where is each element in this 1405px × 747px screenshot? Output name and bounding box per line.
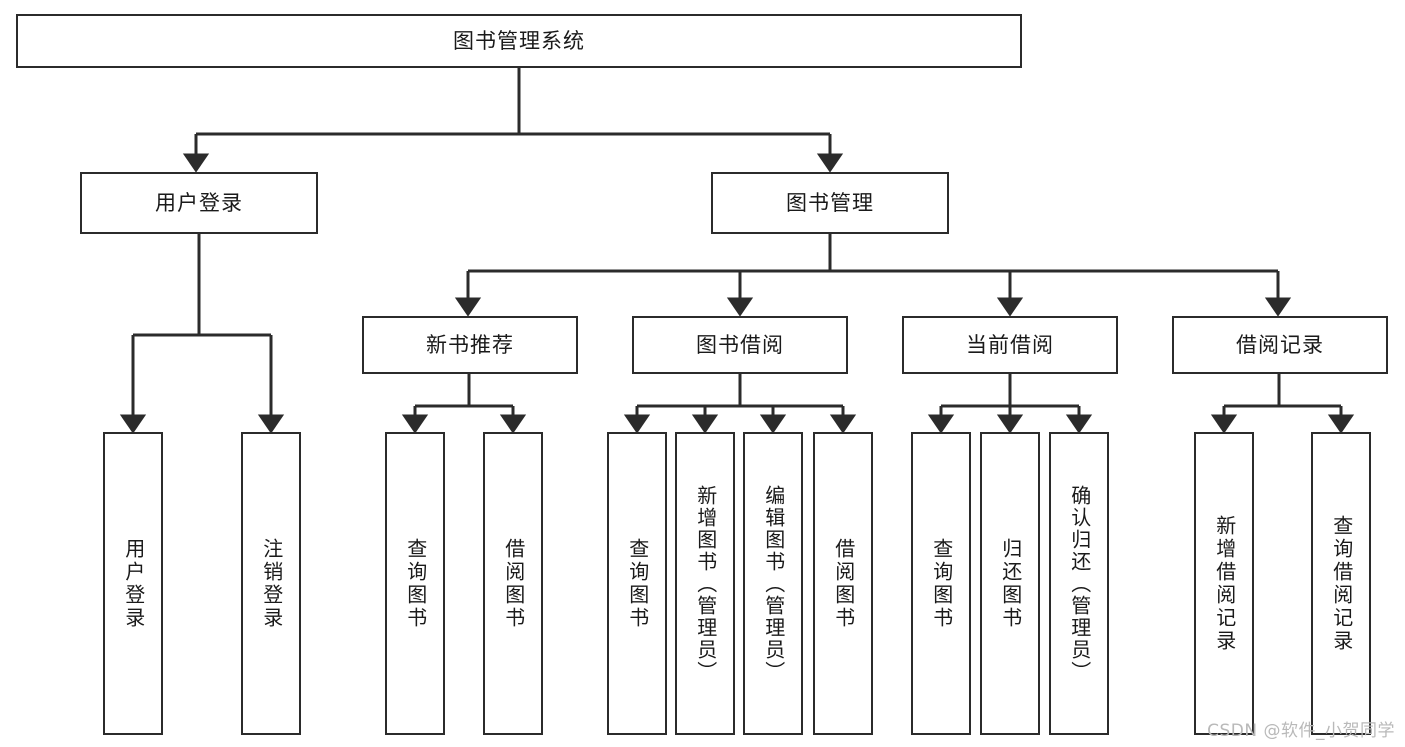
leaf-edit-book[interactable]: 编辑图书（管理员） <box>743 432 803 735</box>
node-borrow-record-label: 借阅记录 <box>1236 332 1324 357</box>
node-user-login-label: 用户登录 <box>155 190 243 215</box>
leaf-return-book-label: 归还图书 <box>998 537 1023 630</box>
leaf-logout-login[interactable]: 注销登录 <box>241 432 301 735</box>
leaf-borrow-book-borrow-label: 借阅图书 <box>831 537 856 630</box>
leaf-add-book-label: 新增图书（管理员） <box>693 484 718 683</box>
node-user-login[interactable]: 用户登录 <box>80 172 318 234</box>
node-root[interactable]: 图书管理系统 <box>16 14 1022 68</box>
leaf-query-book-current[interactable]: 查询图书 <box>911 432 971 735</box>
leaf-add-borrow-record[interactable]: 新增借阅记录 <box>1194 432 1254 735</box>
leaf-query-book-borrow-label: 查询图书 <box>625 537 650 630</box>
leaf-query-book-current-label: 查询图书 <box>929 537 954 630</box>
node-book-borrow-label: 图书借阅 <box>696 332 784 357</box>
leaf-logout-login-label: 注销登录 <box>259 537 284 630</box>
leaf-add-book[interactable]: 新增图书（管理员） <box>675 432 735 735</box>
node-borrow-record[interactable]: 借阅记录 <box>1172 316 1388 374</box>
leaf-query-borrow-record[interactable]: 查询借阅记录 <box>1311 432 1371 735</box>
leaf-query-book-new[interactable]: 查询图书 <box>385 432 445 735</box>
node-current-borrow-label: 当前借阅 <box>966 332 1054 357</box>
leaf-user-login[interactable]: 用户登录 <box>103 432 163 735</box>
leaf-borrow-book-new[interactable]: 借阅图书 <box>483 432 543 735</box>
leaf-user-login-label: 用户登录 <box>121 537 146 630</box>
leaf-return-book[interactable]: 归还图书 <box>980 432 1040 735</box>
leaf-borrow-book-new-label: 借阅图书 <box>501 537 526 630</box>
node-root-label: 图书管理系统 <box>453 28 585 53</box>
leaf-query-book-new-label: 查询图书 <box>403 537 428 630</box>
leaf-confirm-return-label: 确认归还（管理员） <box>1067 484 1092 683</box>
leaf-query-borrow-record-label: 查询借阅记录 <box>1329 514 1354 653</box>
node-book-manage[interactable]: 图书管理 <box>711 172 949 234</box>
watermark: CSDN @软件_小贺同学 <box>1207 721 1395 741</box>
leaf-query-book-borrow[interactable]: 查询图书 <box>607 432 667 735</box>
leaf-edit-book-label: 编辑图书（管理员） <box>761 484 786 683</box>
node-book-manage-label: 图书管理 <box>786 190 874 215</box>
leaf-add-borrow-record-label: 新增借阅记录 <box>1212 514 1237 653</box>
node-new-book-rec-label: 新书推荐 <box>426 332 514 357</box>
leaf-confirm-return[interactable]: 确认归还（管理员） <box>1049 432 1109 735</box>
node-book-borrow[interactable]: 图书借阅 <box>632 316 848 374</box>
node-current-borrow[interactable]: 当前借阅 <box>902 316 1118 374</box>
leaf-borrow-book-borrow[interactable]: 借阅图书 <box>813 432 873 735</box>
node-new-book-rec[interactable]: 新书推荐 <box>362 316 578 374</box>
